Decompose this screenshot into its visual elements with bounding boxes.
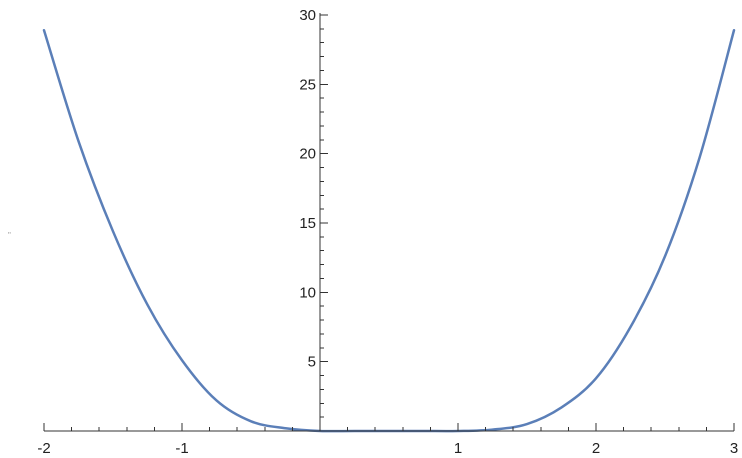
axes-layer [44,13,734,432]
y-tick-label: 30 [299,7,316,24]
y-tick-label: 15 [299,215,316,232]
x-tick-label: -1 [175,440,188,457]
tick-labels-layer: -2 -1 1 2 3 5 10 15 20 25 30 [37,7,738,457]
series-line-0 [42,29,736,433]
y-tick-label: 20 [299,146,316,163]
x-tick-label: 2 [592,440,600,457]
y-tick-label: 5 [308,354,316,371]
y-tick-label: 25 [299,76,316,93]
ticks-layer [43,14,735,431]
x-tick-label: 3 [730,440,738,457]
curve-layer [42,29,736,433]
x-tick-label: 1 [454,440,462,457]
y-tick-label: 10 [299,284,316,301]
x-tick-label: -2 [37,440,50,457]
margin-mark: " [8,231,11,240]
